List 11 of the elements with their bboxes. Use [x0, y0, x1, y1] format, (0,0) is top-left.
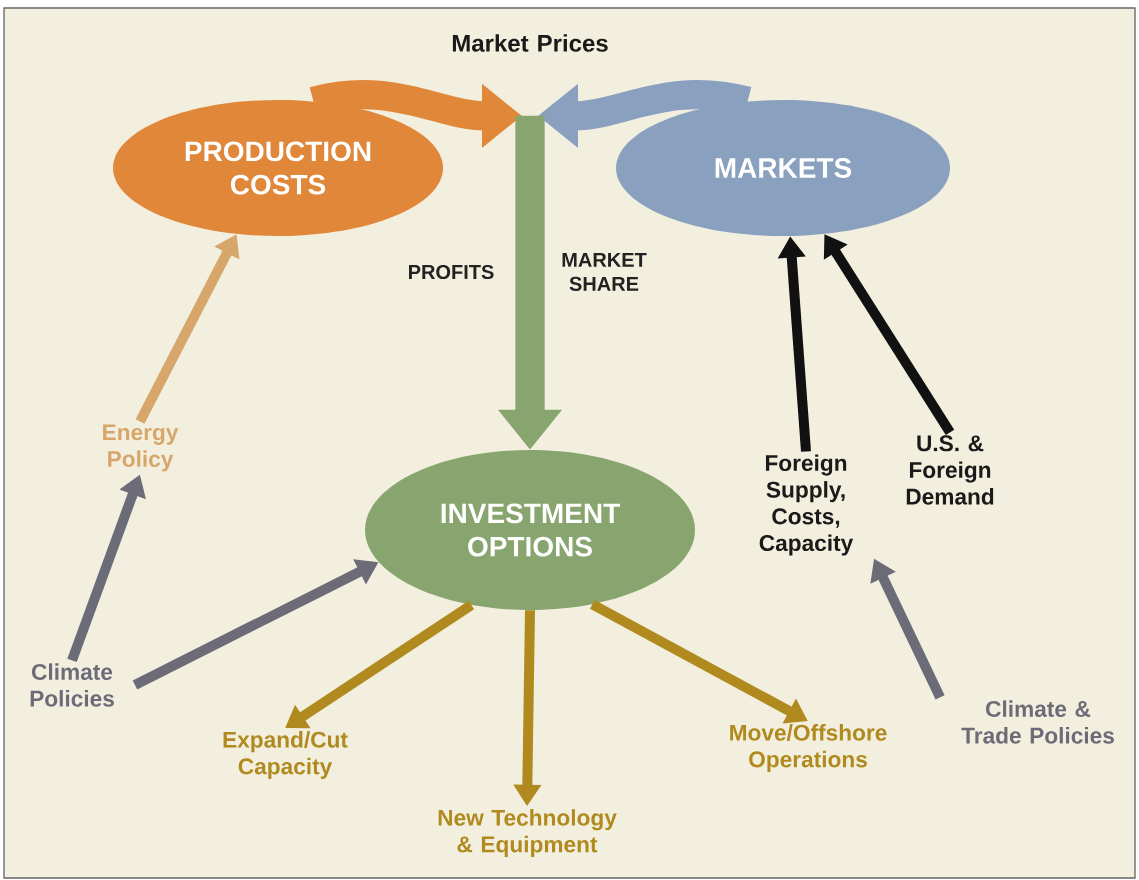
factor-label: Foreign Supply, Costs, Capacity — [759, 454, 854, 556]
option-label: New Technology & Equipment — [438, 809, 617, 857]
option-label: Move/Offshore Operations — [730, 724, 887, 772]
factor-label: U.S. & Foreign Demand — [906, 435, 994, 505]
arrow-label: MARKET SHARE — [562, 253, 647, 291]
option-label: Expand/Cut Capacity — [223, 731, 348, 779]
factor-label: Energy Policy — [103, 424, 179, 472]
factor-label: Climate & Trade Policies — [961, 700, 1114, 744]
title-text: Market Prices — [452, 34, 608, 52]
arrow-label: PROFITS — [409, 264, 494, 280]
factor-label: Climate Policies — [30, 663, 114, 707]
